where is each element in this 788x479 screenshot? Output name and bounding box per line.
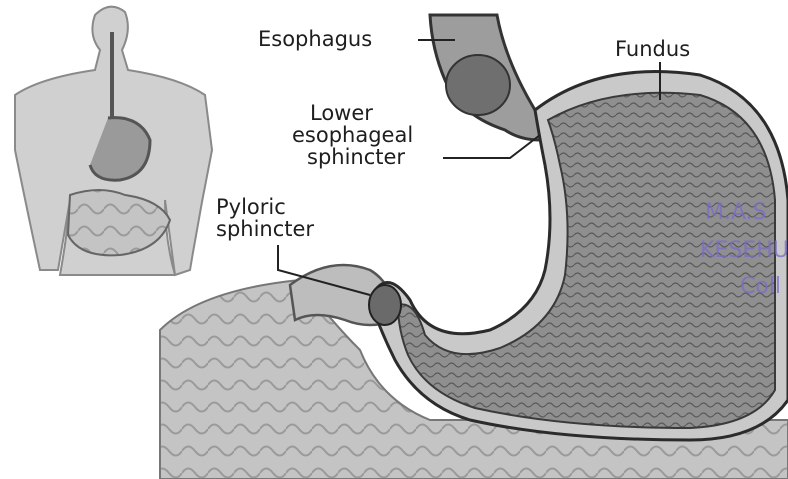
lower-esophageal-sphincter-line-3: sphincter xyxy=(307,146,405,168)
lower-esophageal-sphincter-line-2: esophageal xyxy=(292,124,413,146)
watermark-line-2: KESEHU xyxy=(700,238,788,263)
lower-esophageal-sphincter-line-1: Lower xyxy=(310,102,373,124)
fundus-label: Fundus xyxy=(615,38,690,60)
watermark-line-3: Coll xyxy=(740,274,781,299)
pyloric-opening xyxy=(369,285,401,325)
pyloric-sphincter-line-1: Pyloric xyxy=(216,196,286,218)
human-body-thumbnail xyxy=(15,7,212,275)
pyloric-sphincter-line-2: sphincter xyxy=(216,218,314,240)
esophagus-label: Esophagus xyxy=(258,28,372,50)
watermark-line-1: M.A.S xyxy=(705,200,767,225)
